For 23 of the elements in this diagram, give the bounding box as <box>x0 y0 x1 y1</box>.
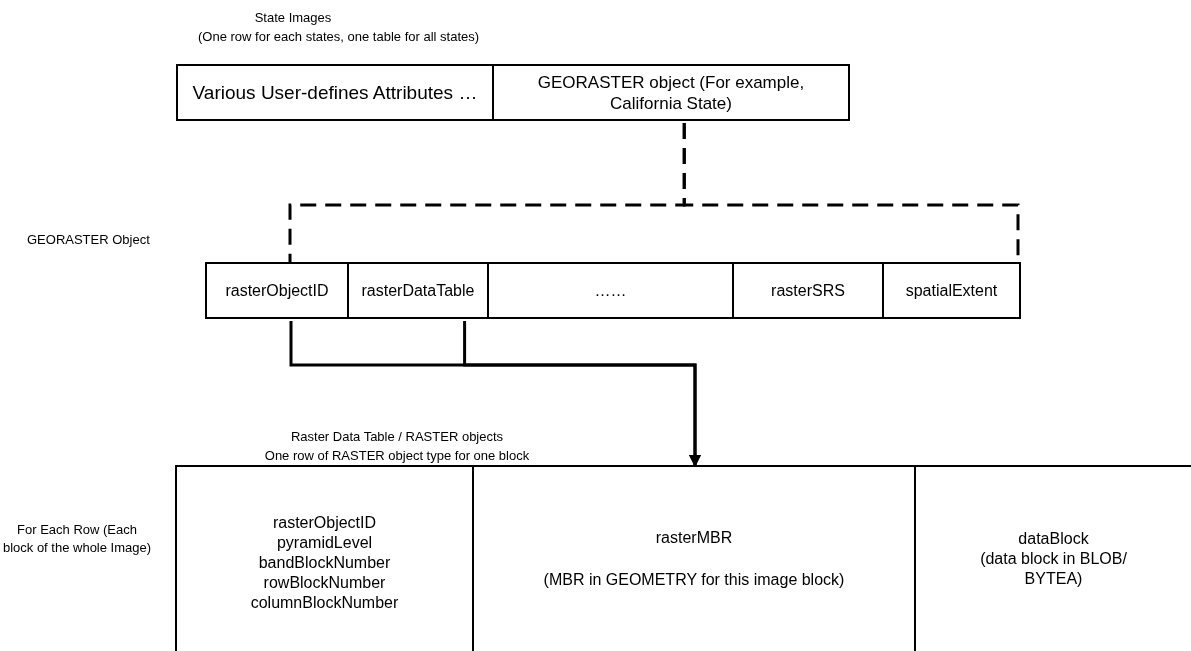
cell-text: rowBlockNumber <box>263 573 386 593</box>
cell-text: rasterMBR <box>655 528 733 548</box>
cell-text: (MBR in GEOMETRY for this image block) <box>543 570 845 590</box>
cell-text: spatialExtent <box>905 280 998 301</box>
cell-text: Various User-defines Attributes … <box>192 81 478 104</box>
cell-text: rasterDataTable <box>361 280 475 301</box>
cell-text: bandBlockNumber <box>258 553 391 573</box>
table-subtitle: (One row for each states, one table for all states) <box>198 29 480 44</box>
cell-text: columnBlockNumber <box>250 593 399 613</box>
cell-text: (data block in BLOB/ BYTEA) <box>979 549 1128 589</box>
table-subtitle: One row of RASTER object type for one block <box>264 448 530 463</box>
table-title: State Images <box>254 10 332 25</box>
cell-text: rasterObjectID <box>272 513 377 533</box>
cell-text: GEORASTER object (For example, California State) <box>536 71 806 114</box>
row-note: For Each Row (Each block of the whole Image) <box>2 521 152 557</box>
cell-text: pyramidLevel <box>276 533 373 553</box>
cell-text: rasterObjectID <box>225 280 329 301</box>
table-title: GEORASTER Object <box>27 232 150 247</box>
connector <box>463 321 701 467</box>
table-title: Raster Data Table / RASTER objects <box>290 429 504 444</box>
cell-text: rasterSRS <box>771 280 845 301</box>
cell-text: …… <box>594 280 627 301</box>
cell-text: dataBlock <box>1018 529 1089 549</box>
